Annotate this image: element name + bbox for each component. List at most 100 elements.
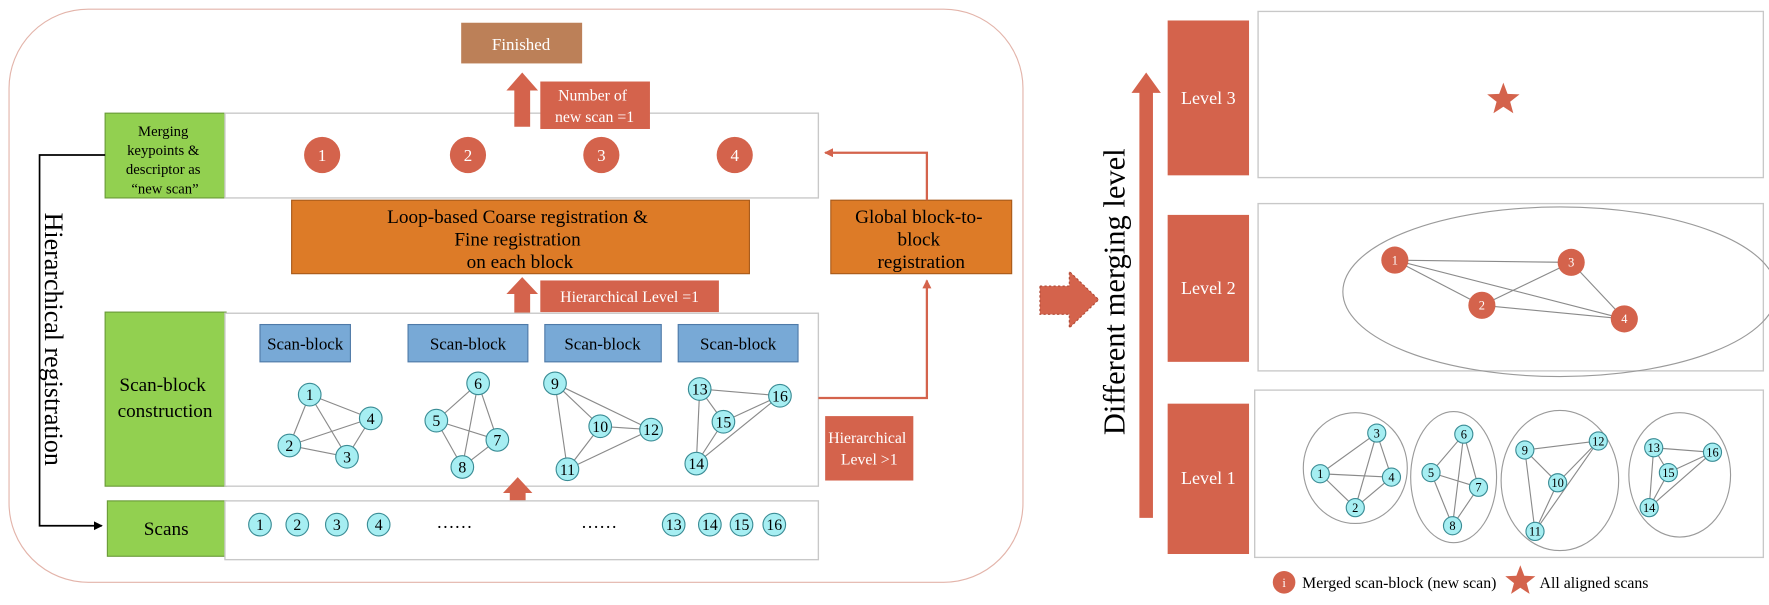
scan-node-label: 7 [493,432,501,449]
scan-node-label: 15 [716,414,732,431]
hierarchical-level-gt1-condition: Hierarchical Level >1 [825,416,914,481]
legend-aligned-label: All aligned scans [1540,575,1649,592]
scan-node: 4 [366,512,391,537]
scan-node-label: 16 [772,388,788,405]
merging-levels-panel: Different merging level Level 3 Level 2 … [1098,10,1769,594]
scan-node: 16 [1702,442,1723,462]
new-scan-node-label: 4 [730,146,739,165]
scan-node-label: 10 [1551,476,1563,490]
finished-box: Finished [461,22,583,64]
hierarchical-loop-bracket [38,154,106,531]
scan-node: 6 [1454,424,1474,444]
scan-node-circle [277,433,302,458]
level-1-panel [1254,389,1765,559]
condition-line: Level >1 [841,452,898,469]
scan-node-circle [297,382,322,407]
scan-node-label: 6 [1461,428,1467,442]
scan-node-label: 5 [432,413,440,430]
graph-edge [1557,440,1599,484]
right-arrow-icon [1039,270,1100,330]
scan-node-circle [1421,463,1441,483]
scan-node-circle [450,455,475,479]
graph-edge [567,429,652,470]
scan-node-circle [1639,498,1659,518]
scan-node-label: 1 [1317,467,1323,481]
scan-node-label: 15 [734,517,750,534]
merged-node-circle [1381,246,1409,274]
loop-box-line: Loop-based Coarse registration & [387,207,648,228]
scan-node-label: 13 [692,382,708,399]
scan-node-circle [555,457,580,482]
loop-based-registration-box: Loop-based Coarse registration & Fine re… [291,199,750,275]
scans-label: Scans [144,519,189,540]
scan-node: 1 [1310,464,1330,484]
scan-node-label: 2 [293,517,301,534]
level-3-box: Level 3 [1167,20,1250,176]
scan-node-circle [1515,440,1535,460]
scan-node-label: 9 [551,376,559,393]
graph-edge [1320,473,1392,478]
merging-line: descriptor as [126,162,201,178]
scans-label-box: Scans [106,500,227,557]
scan-node-circle [285,512,310,537]
to-new-scans-arrow [824,148,929,201]
legend-merged-label: Merged scan-block (new scan) [1302,575,1496,592]
merging-keypoints-box: Merging keypoints & descriptor as “new s… [104,112,227,199]
graph-edge [1653,447,1713,453]
global-box-line: block [897,229,940,250]
scan-node-circle [1381,467,1402,487]
graph-edge [1354,432,1378,508]
scan-node-circle [485,427,510,452]
star-icon [1487,82,1520,114]
merged-node-label: 4 [1621,312,1628,326]
scan-node: 4 [358,406,383,431]
scan-node-circle [711,409,736,434]
merged-node: 4 [1610,305,1638,333]
graph-edge [1394,259,1625,320]
global-block-to-block-box: Global block-to- block registration [830,199,1013,275]
scan-node-label: 11 [560,462,575,479]
merged-node-circle [1468,291,1496,319]
svg-text:Hierarchical Level >1: Hierarchical Level >1 [828,430,910,468]
scan-node-circle [1442,516,1463,536]
merged-node: 1 [1381,246,1409,274]
scan-node: 14 [697,512,722,537]
level-2-merge-ellipse [1342,206,1769,378]
scan-block-graph: 13 14 15 16 [684,377,792,476]
scan-node-label: 14 [688,456,704,473]
scan-node: 12 [639,417,663,442]
scan-node-circle [687,377,712,401]
scan-node: 15 [711,409,736,434]
merged-node-label: 3 [1568,256,1574,270]
scan-node: 9 [543,371,567,396]
scan-node: 2 [1345,498,1365,518]
scan-block-header: Scan-block [677,323,799,363]
graph-edge [1524,449,1536,532]
scan-node-label: 4 [367,411,375,428]
scan-node-label: 4 [375,517,383,534]
scan-node-label: 6 [474,376,482,393]
legend-symbol: i [1282,576,1286,590]
scan-node-label: 16 [766,517,782,534]
scan-node-circle [1702,442,1723,462]
new-scan-node-label: 3 [597,146,605,165]
scan-node: 1 [297,382,322,407]
scan-node-circle [1468,477,1489,497]
merging-line: keypoints & [127,143,200,159]
scan-node-label: 5 [1428,466,1434,480]
ellipsis: …… [436,512,472,532]
scan-node-circle [1548,473,1568,493]
global-box-line: Global block-to- [855,207,982,228]
hierarchical-registration-label: Hierarchical registration [39,213,68,466]
merging-line: “new scan” [131,181,198,197]
scan-block-label: Scan-block [430,334,507,353]
scan-block-construction-box: Scan-block construction [104,311,227,487]
